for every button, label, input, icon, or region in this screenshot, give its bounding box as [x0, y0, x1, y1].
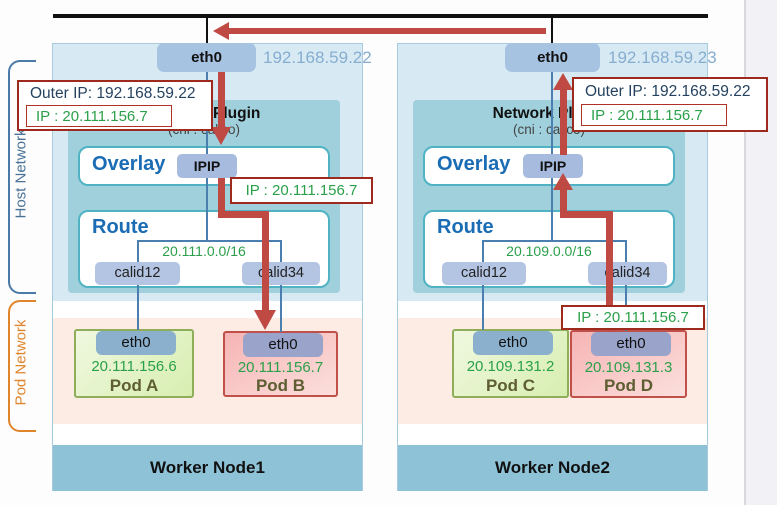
node2-calid34-label: calid34: [604, 265, 651, 281]
node1-ipip-label: IPIP: [193, 158, 221, 174]
node2-calid12-label: calid12: [461, 265, 507, 281]
pod-c-ip: 20.109.131.2: [466, 358, 555, 375]
node2-flow-arrow-eth0-icon: [553, 73, 573, 90]
pod-network-label: Pod Network: [12, 319, 30, 406]
host-network-bracket: [8, 60, 36, 294]
node2-ipip-label: IPIP: [539, 158, 567, 174]
node1-route-branch-line: [137, 240, 282, 242]
node1-overlay-label: Overlay: [92, 153, 166, 175]
node2-inner-ip-text: IP : 20.111.156.7: [591, 107, 703, 124]
pod-a-eth0-badge: eth0: [96, 331, 176, 355]
pod-network-bracket: [8, 300, 36, 432]
node1-inner-ip-text: IP : 20.111.156.7: [36, 108, 148, 125]
node2-white-strip-bottom: [398, 424, 707, 445]
pod-c-name: Pod C: [485, 376, 536, 395]
node2-flow-to-ipip: [560, 189, 567, 216]
node1-cidr-label: 20.111.0.0/16: [162, 243, 246, 259]
node2-pod-callout-text: IP : 20.111.156.7: [577, 309, 689, 326]
node1-inner-ip-box: IP : 20.111.156.7: [26, 105, 172, 127]
node2-title: Worker Node2: [495, 458, 610, 477]
node1-route-label: Route: [92, 216, 149, 238]
node1-flow-arrow-podb-icon: [254, 310, 276, 330]
node1-flow-ipip-down: [218, 178, 225, 216]
pod-a-name: Pod A: [109, 376, 159, 395]
node1-eth0-label: eth0: [191, 49, 222, 66]
node1-flow-elbow: [218, 211, 269, 218]
pod-d-eth0-badge: eth0: [591, 332, 671, 356]
node1-white-strip-top: [53, 301, 362, 318]
node2-overlay-label: Overlay: [437, 153, 511, 175]
pod-c-eth0-label: eth0: [498, 334, 528, 351]
pod-d-eth0-label: eth0: [616, 335, 646, 352]
pod-b-name: Pod B: [255, 376, 306, 395]
node1-eth0-badge: eth0: [157, 43, 256, 72]
node1-ipip-badge: IPIP: [177, 154, 237, 178]
node2-route-label: Route: [437, 216, 494, 238]
node2-calid34-badge: calid34: [588, 262, 667, 285]
node2-calid12-badge: calid12: [442, 262, 526, 285]
node1-calid12-label: calid12: [114, 265, 161, 281]
network-wire: [53, 14, 708, 18]
node2-flow-podd-up: [606, 216, 613, 331]
node1-outer-ip-text: Outer IP: 192.168.59.22: [30, 85, 196, 102]
flow-arrow-left-icon: [213, 22, 229, 40]
flow-line-top: [228, 28, 546, 34]
node1-branch-calid12-line: [137, 240, 139, 264]
node1-calid12-badge: calid12: [95, 262, 180, 285]
node1-host-callout: Outer IP: 192.168.59.22 IP : 20.111.156.…: [17, 80, 213, 131]
node1-uplink-line: [206, 18, 208, 43]
pod-c: eth0 20.109.131.2 Pod C: [452, 329, 569, 398]
pod-a-ip: 20.111.156.6: [91, 358, 177, 375]
node2-flow-ipip-up: [560, 90, 567, 155]
node2-branch-calid12-line: [482, 240, 484, 264]
node1-flow-eth0-down: [218, 72, 225, 128]
node1-overlay-callout-text: IP : 20.111.156.7: [245, 182, 358, 199]
pod-d: eth0 20.109.131.3 Pod D: [570, 330, 687, 398]
node1-calid34-podb-line: [280, 285, 282, 332]
pod-a: eth0 20.111.156.6 Pod A: [74, 329, 194, 398]
node1-calid34-label: calid34: [258, 265, 304, 281]
node2-route-branch-line: [482, 240, 627, 242]
node2-host-ip: 192.168.59.23: [608, 48, 717, 67]
node2-pod-callout: IP : 20.111.156.7: [561, 305, 705, 330]
node1-white-strip-bottom: [53, 424, 362, 445]
window-divider: [744, 0, 746, 505]
window-gutter: [746, 0, 777, 505]
node1-overlay-callout: IP : 20.111.156.7: [230, 177, 373, 204]
node2-inner-ip-box: IP : 20.111.156.7: [581, 104, 727, 126]
pod-b-eth0-badge: eth0: [243, 333, 323, 357]
node2-flow-arrow-ipip-icon: [553, 173, 573, 190]
node2-branch-calid34-line: [625, 240, 627, 264]
node2-calid12-podc-line: [482, 285, 484, 330]
node2-outer-ip-text: Outer IP: 192.168.59.22: [585, 83, 751, 100]
node2-eth0-label: eth0: [537, 49, 568, 66]
node1-calid34-badge: calid34: [242, 262, 320, 285]
node2-flow-elbow: [560, 211, 613, 218]
node1-flow-arrow-ipip-icon: [211, 127, 231, 145]
node1-flow-to-podb: [262, 211, 269, 312]
node1-host-ip: 192.168.59.22: [263, 48, 372, 67]
node1-title-band: Worker Node1: [53, 445, 362, 491]
pod-a-eth0-label: eth0: [121, 334, 151, 351]
pod-d-ip: 20.109.131.3: [584, 359, 673, 376]
pod-c-eth0-badge: eth0: [473, 331, 553, 355]
node1-branch-calid34-line: [280, 240, 282, 264]
node2-eth0-badge: eth0: [505, 43, 600, 72]
node1-title: Worker Node1: [150, 458, 265, 477]
pod-d-name: Pod D: [603, 376, 654, 395]
pod-b-eth0-label: eth0: [268, 336, 298, 353]
pod-b: eth0 20.111.156.7 Pod B: [223, 331, 338, 397]
node2-title-band: Worker Node2: [398, 445, 707, 491]
node2-uplink-line: [551, 18, 553, 43]
pod-b-ip: 20.111.156.7: [237, 359, 324, 376]
node2-host-callout: Outer IP: 192.168.59.22 IP : 20.111.156.…: [572, 77, 768, 132]
host-network-label: Host Network: [12, 128, 30, 219]
node1-calid12-poda-line: [137, 285, 139, 330]
node2-cidr-label: 20.109.0.0/16: [506, 243, 592, 259]
